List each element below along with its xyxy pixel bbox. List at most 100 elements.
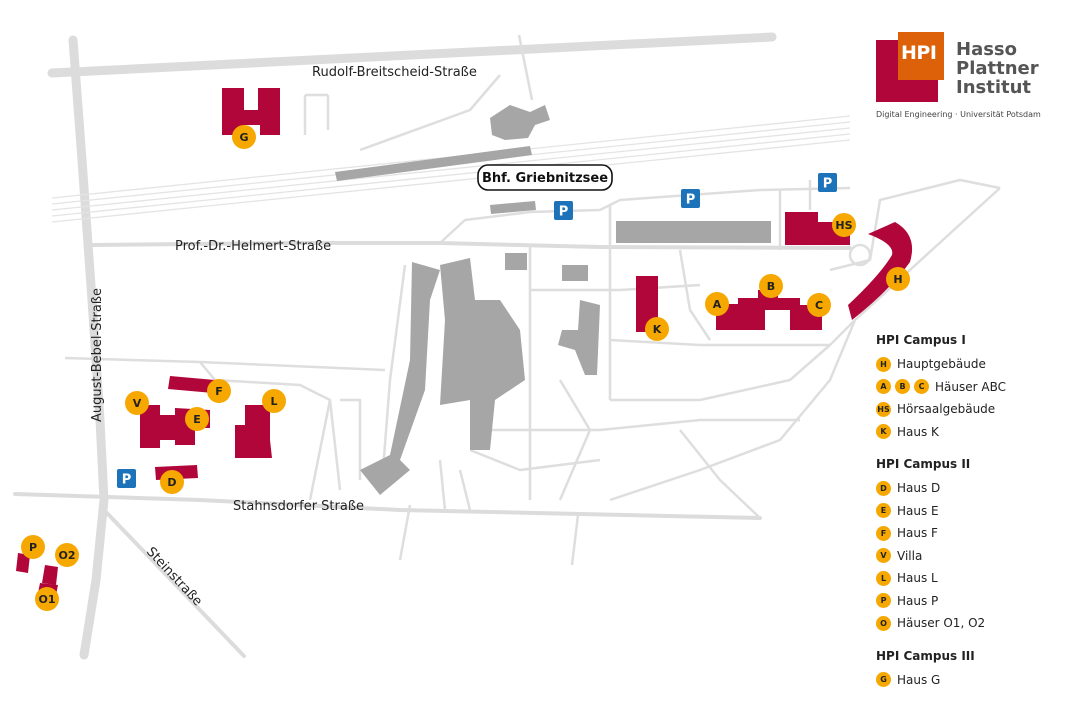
- legend-badge: B: [895, 379, 910, 395]
- legend-badge: D: [876, 480, 891, 496]
- svg-text:L: L: [270, 395, 277, 408]
- legend-title: HPI Campus I: [876, 333, 966, 347]
- marker-f[interactable]: F: [207, 379, 231, 403]
- building-hauptgebaeude: [848, 222, 913, 320]
- road-label-bebel: August-Bebel-Straße: [90, 288, 105, 422]
- legend-label: Haus G: [897, 672, 941, 687]
- legend-badge: O: [876, 615, 891, 631]
- legend-item: L Haus L: [876, 567, 1066, 590]
- legend-label: Haus P: [897, 593, 939, 608]
- legend-title: HPI Campus II: [876, 457, 971, 471]
- building-haeuser-abc: [716, 290, 822, 330]
- marker-h[interactable]: H: [886, 267, 910, 291]
- station-label: Bhf. Griebnitzsee: [482, 171, 608, 186]
- legend-label: Haus E: [897, 503, 939, 518]
- legend-item: E Haus E: [876, 500, 1066, 523]
- road-label-stein: Steinstraße: [143, 544, 205, 609]
- railway: [51, 115, 851, 223]
- road-rudolf-breitscheid: [47, 32, 777, 78]
- legend-label: Villa: [897, 548, 923, 563]
- legend-item: K Haus K: [876, 421, 1066, 444]
- logo-hpi: HPI: [901, 42, 937, 64]
- road-label-rudolf: Rudolf-Breitscheid-Straße: [312, 65, 477, 80]
- marker-l[interactable]: L: [262, 389, 286, 413]
- legend-item: F Haus F: [876, 522, 1066, 545]
- marker-hs[interactable]: HS: [832, 213, 856, 237]
- road-stein: [104, 510, 246, 658]
- legend-badge: E: [876, 503, 891, 519]
- legend-label: Häuser O1, O2: [897, 616, 986, 631]
- parking-sign: P: [554, 201, 573, 220]
- legend-badge: A: [876, 379, 891, 395]
- logo-name: Hasso Plattner Institut: [956, 39, 1039, 98]
- marker-b[interactable]: B: [759, 274, 783, 298]
- legend-item: V Villa: [876, 545, 1066, 568]
- road-label-stahnsdorfer: Stahnsdorfer Straße: [233, 499, 364, 514]
- legend-item: G Haus G: [876, 669, 1066, 692]
- station-griebnitzsee: Bhf. Griebnitzsee: [477, 164, 613, 191]
- building-haus-p: [16, 553, 30, 573]
- main-roads: [13, 32, 852, 660]
- legend-label: Haus F: [897, 526, 938, 541]
- svg-text:HS: HS: [835, 219, 852, 232]
- legend-label: Haus L: [897, 571, 938, 586]
- building-haus-l: [235, 405, 272, 458]
- legend-badge: V: [876, 548, 891, 564]
- road-stahnsdorfer: [13, 492, 762, 520]
- legend-badge: G: [876, 672, 891, 688]
- marker-o1[interactable]: O1: [35, 587, 59, 611]
- marker-v[interactable]: V: [125, 391, 149, 415]
- legend-label: Haus D: [897, 481, 941, 496]
- logo-tagline: Digital Engineering · Universität Potsda…: [876, 110, 1041, 119]
- legend-badge: K: [876, 424, 891, 440]
- legend-item: D Haus D: [876, 477, 1066, 500]
- marker-k[interactable]: K: [645, 317, 669, 341]
- marker-g[interactable]: G: [232, 125, 256, 149]
- hpi-logo: HPI Hasso Plattner Institut Digital Engi…: [876, 32, 1056, 122]
- marker-a[interactable]: A: [705, 292, 729, 316]
- svg-text:E: E: [193, 413, 201, 426]
- road-august-bebel: [68, 35, 109, 660]
- building-haus-g: [222, 88, 280, 135]
- svg-text:P: P: [122, 473, 132, 488]
- legend-item: H Hauptgebäude: [876, 353, 1066, 376]
- svg-text:P: P: [686, 193, 696, 208]
- svg-text:G: G: [239, 131, 248, 144]
- marker-d[interactable]: D: [160, 470, 184, 494]
- marker-o2[interactable]: O2: [55, 543, 79, 567]
- parking-sign: P: [681, 189, 700, 208]
- other-buildings: [335, 105, 771, 495]
- marker-c[interactable]: C: [807, 293, 831, 317]
- legend-label: Hörsaalgebäude: [897, 402, 996, 417]
- svg-text:C: C: [815, 299, 823, 312]
- legend-item: P Haus P: [876, 590, 1066, 613]
- svg-text:O1: O1: [38, 593, 55, 606]
- legend-item: HS Hörsaalgebäude: [876, 398, 1066, 421]
- hpi-buildings: [16, 88, 913, 595]
- legend-badge: H: [876, 356, 891, 372]
- svg-text:P: P: [559, 205, 569, 220]
- legend-badge: L: [876, 570, 891, 586]
- legend-badge: P: [876, 593, 891, 609]
- legend-title: HPI Campus III: [876, 648, 975, 663]
- svg-text:P: P: [29, 541, 37, 554]
- legend-campus-2: HPI Campus II D Haus D E Haus E F Haus F V Vill…: [876, 457, 1066, 635]
- legend-item: O Häuser O1, O2: [876, 612, 1066, 635]
- svg-text:P: P: [823, 177, 833, 192]
- legend-badge: C: [914, 379, 929, 395]
- legend-label: Haus K: [897, 424, 939, 439]
- legend-campus-3: HPI Campus III G Haus G: [876, 649, 1066, 692]
- building-haus-f: [168, 376, 215, 393]
- marker-p[interactable]: P: [21, 535, 45, 559]
- legend-badge: HS: [876, 401, 891, 417]
- parking-sign: P: [117, 469, 136, 488]
- building-haus-o2: [42, 565, 58, 585]
- legend-badge: F: [876, 525, 891, 541]
- svg-text:K: K: [653, 323, 662, 336]
- legend-label: Hauptgebäude: [897, 357, 986, 372]
- marker-e[interactable]: E: [185, 407, 209, 431]
- paths: [64, 34, 1001, 566]
